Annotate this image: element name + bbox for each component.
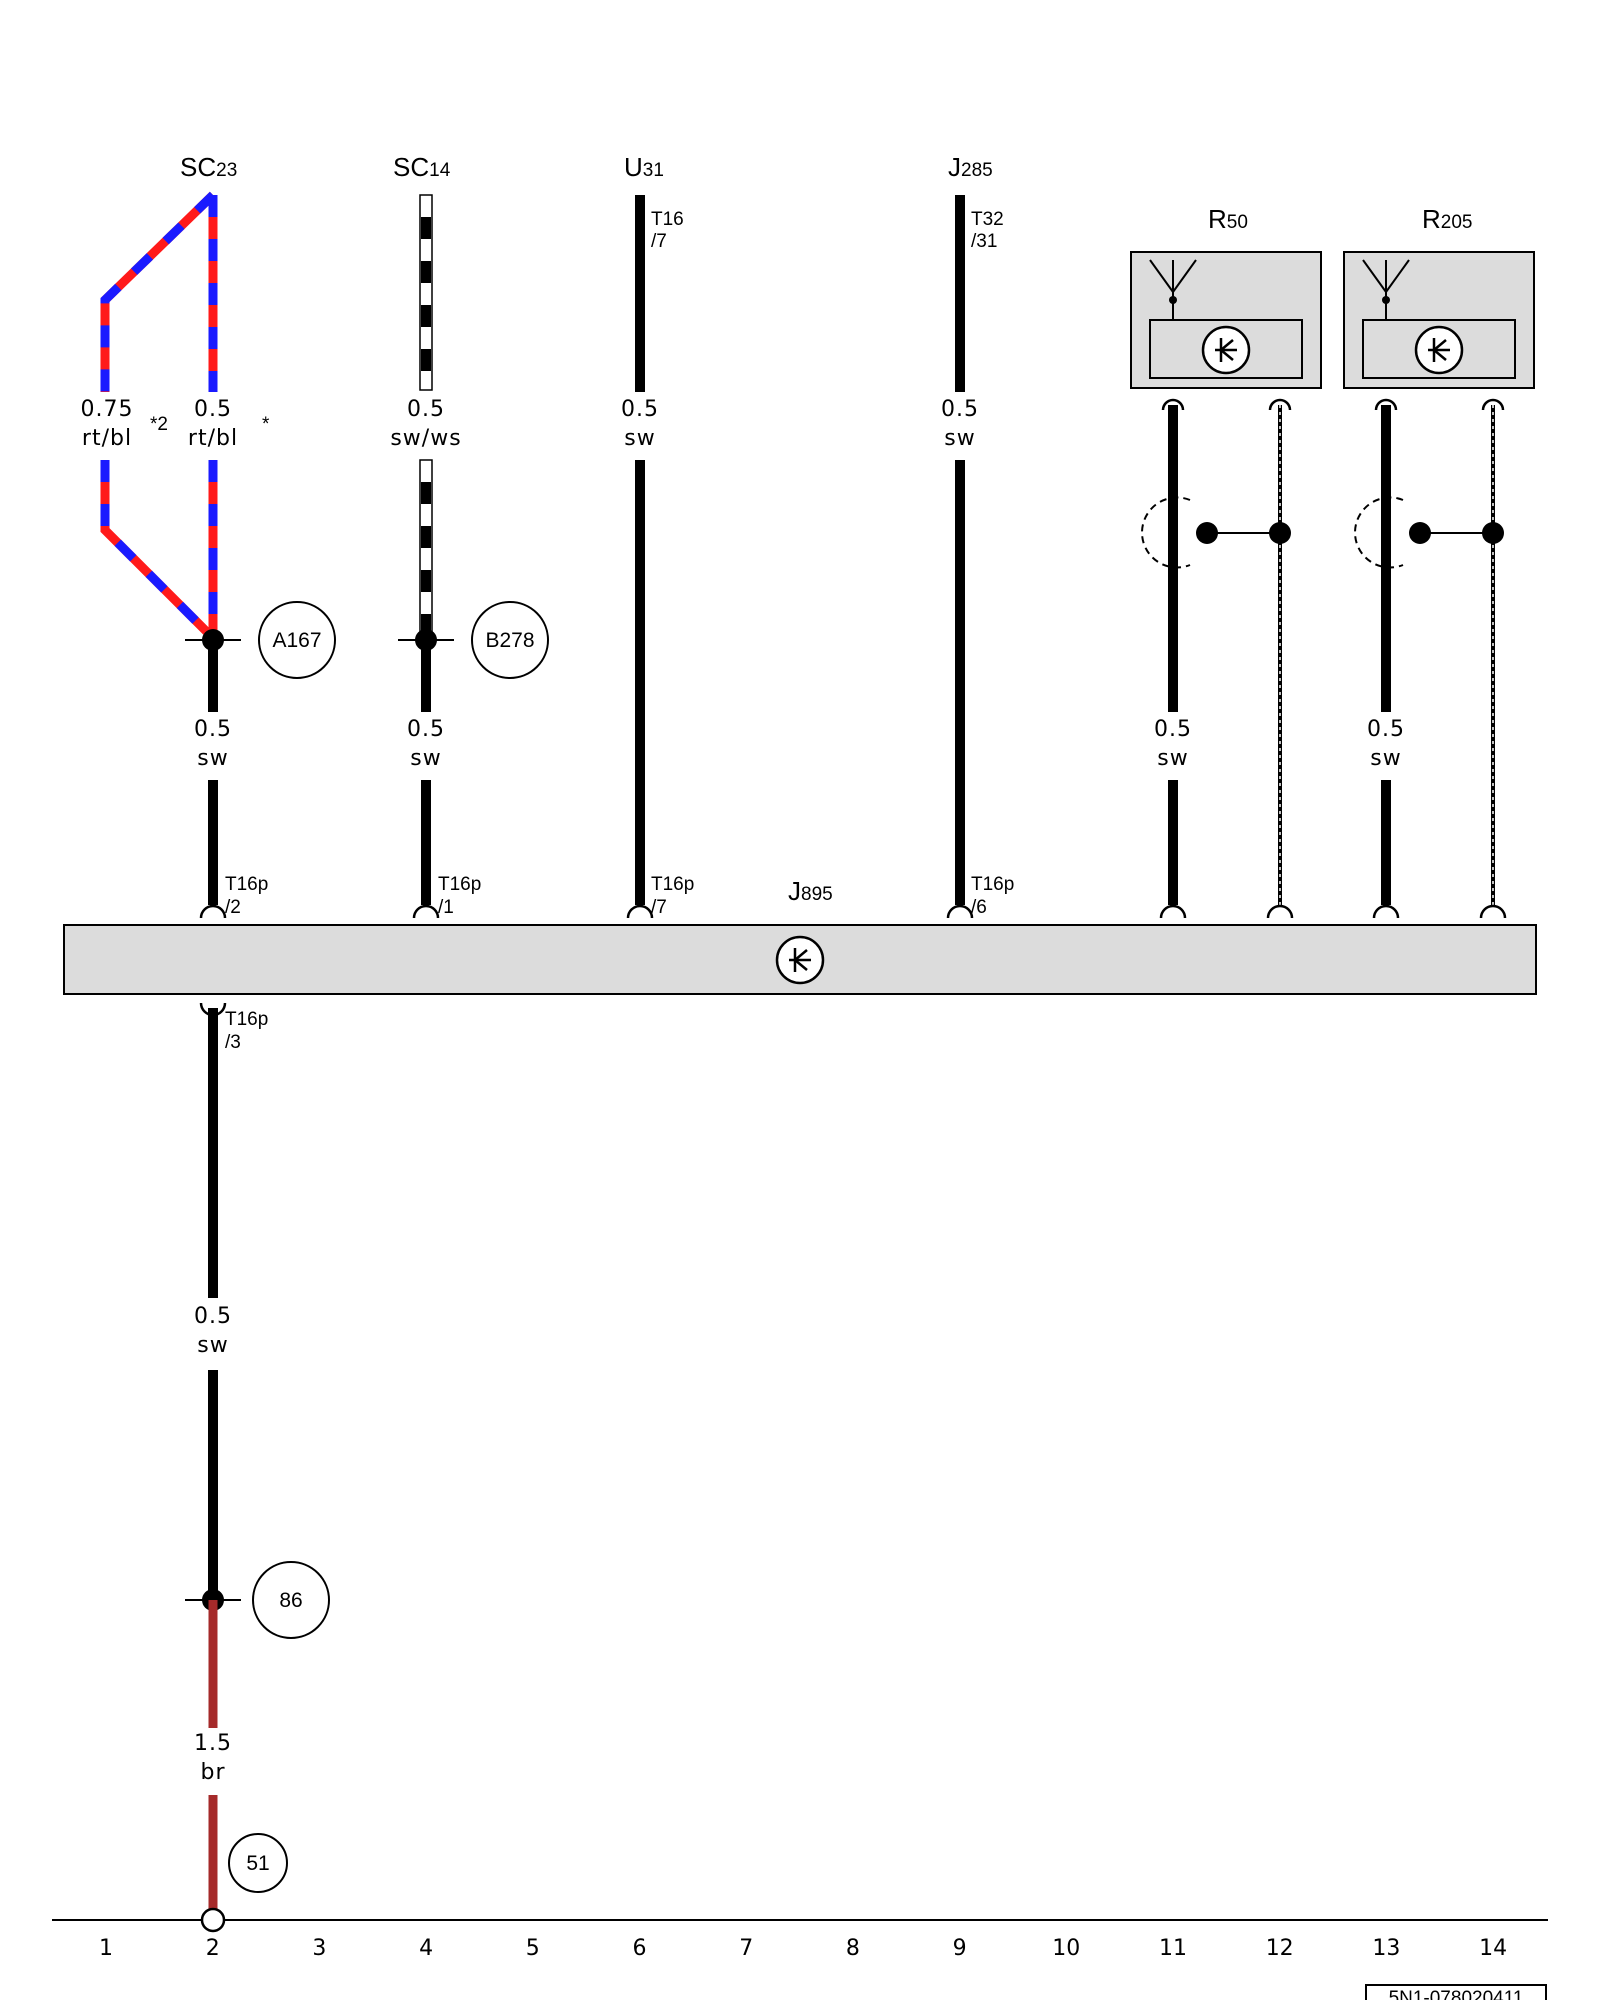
axis-number: 14 [1479,1936,1507,1961]
axis-number: 13 [1372,1936,1400,1961]
connector-arches-top [1161,398,1505,411]
pin-j895-6-l2: /6 [971,897,987,918]
label-j285: J285 [948,152,993,182]
pin-j895-2-l2: /2 [225,897,241,918]
wire-sc23-b-note: * [262,414,270,435]
wire-col2-mid-color: sw [197,746,228,771]
axis-number: 7 [739,1936,753,1961]
pin-j895-1-l2: /1 [438,897,454,918]
wire-sc23-a-note: *2 [150,414,168,435]
drawing-id-box: 5N1-078020411 [1365,1984,1547,2000]
splice-b278: B278 [398,601,549,679]
wire-r50-size: 0.5 [1154,717,1192,742]
pin-j895-1-l1: T16p [438,874,481,895]
wire-col4-mid-size: 0.5 [407,717,445,742]
wire-u31-size: 0.5 [621,397,659,422]
pin-u31-l1: T16 [651,209,684,230]
antenna-icon [1362,259,1410,320]
shield-r205 [1354,496,1504,569]
pin-j895-7-l1: T16p [651,874,694,895]
wire-col2-mid-size: 0.5 [194,717,232,742]
axis-number: 4 [419,1936,433,1961]
axis-number: 8 [846,1936,860,1961]
label-sc23: SC23 [180,152,237,182]
drawing-id: 5N1-078020411 [1389,1988,1524,2000]
pin-j895-3-l1: T16p [225,1009,268,1030]
wire-sc23-b-size: 0.5 [194,397,232,422]
wire-sc23-b-color: rt/bl [188,426,238,451]
component-j895 [63,924,1537,995]
connection-a167-label: A167 [272,629,321,652]
wire-sc14-size: 0.5 [407,397,445,422]
axis-number: 1 [99,1936,113,1961]
wire-col2-ground-color: br [200,1760,225,1785]
wire-r50-color: sw [1157,746,1188,771]
connection-51-label: 51 [246,1852,269,1875]
splice-a167: A167 [185,601,336,679]
splice-86: 86 [185,1561,330,1639]
pin-j895-2-l1: T16p [225,874,268,895]
axis-number: 3 [312,1936,326,1961]
pin-u31-l2: /7 [651,231,667,252]
component-r205 [1343,251,1535,389]
pin-j895-3-l2: /3 [225,1032,241,1053]
wire-r205 [1381,405,1495,905]
electronic-module-icon [775,935,825,985]
pin-j895-6-l1: T16p [971,874,1014,895]
label-r50: R50 [1208,204,1248,234]
ground-terminal [200,1907,226,1933]
axis-number: 6 [633,1936,647,1961]
antenna-icon [1149,259,1197,320]
wire-r50 [1168,405,1282,905]
axis-number: 9 [953,1936,967,1961]
wire-sc23-a-color: rt/bl [82,426,132,451]
wire-j285-size: 0.5 [941,397,979,422]
wire-r205-size: 0.5 [1367,717,1405,742]
wire-sc23-a-size: 0.75 [81,397,134,422]
axis-number: 12 [1266,1936,1294,1961]
wire-col2-low-color: sw [197,1333,228,1358]
wire-sc14-color: sw/ws [390,426,461,451]
axis-number: 10 [1052,1936,1080,1961]
electronic-module-icon [1201,325,1251,375]
axis-number: 5 [526,1936,540,1961]
connection-b278-label: B278 [485,629,534,652]
component-r50 [1130,251,1322,389]
pin-j895-7-l2: /7 [651,897,667,918]
ground-point-51: 51 [228,1833,288,1893]
shield-r50 [1141,496,1291,569]
label-sc14: SC14 [393,152,451,182]
label-j895: J895 [788,876,833,906]
electronic-module-icon [1414,325,1464,375]
wire-sc14 [419,194,433,639]
axis-number: 2 [206,1936,220,1961]
wire-u31-color: sw [624,426,655,451]
connection-86-label: 86 [279,1589,302,1612]
wire-j285-color: sw [944,426,975,451]
pin-j285-l2: /31 [971,231,997,252]
wire-col4-mid-color: sw [410,746,441,771]
pin-j285-l1: T32 [971,209,1004,230]
axis-number: 11 [1159,1936,1187,1961]
wire-col2-low-size: 0.5 [194,1304,232,1329]
wire-sc23-a [100,191,217,642]
wire-r205-color: sw [1370,746,1401,771]
label-r205: R205 [1422,204,1472,234]
wire-col2-ground-size: 1.5 [194,1731,232,1756]
label-u31: U31 [624,152,664,182]
